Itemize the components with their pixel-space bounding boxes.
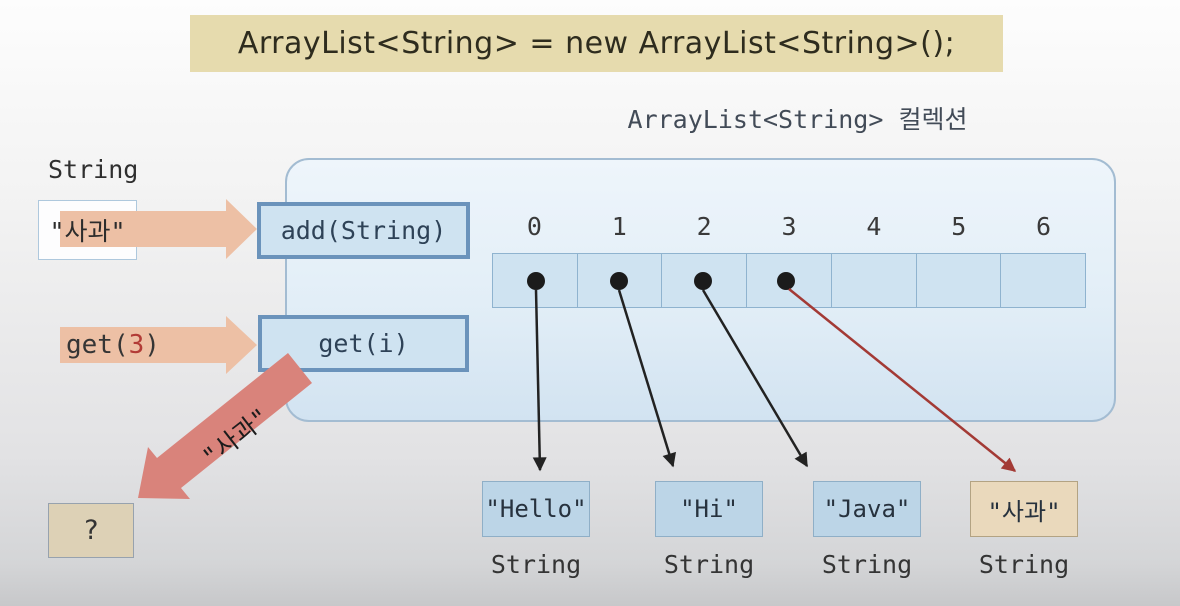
object-hi: "Hi" String (655, 481, 763, 579)
index-5: 5 (951, 212, 967, 241)
object-java-value: "Java" (823, 495, 911, 523)
object-hello: "Hello" String (482, 481, 590, 579)
object-hello-value: "Hello" (485, 495, 587, 523)
get-call-text: get(3) (66, 313, 226, 377)
object-sagwa-value: "사과" (987, 497, 1061, 526)
array-slot-5 (915, 254, 1001, 307)
code-statement-banner: ArrayList<String> = new ArrayList<String… (190, 15, 1003, 72)
array-slot-4 (830, 254, 916, 307)
index-4: 4 (866, 212, 882, 241)
input-type-label: String (48, 155, 139, 184)
get-call-prefix: get( (66, 330, 129, 360)
index-2: 2 (696, 212, 712, 241)
array-slot-3 (746, 254, 831, 307)
index-3-highlighted: 3 (781, 212, 797, 241)
object-hi-type-label: String (663, 550, 755, 579)
object-sagwa-type-label: String (978, 550, 1070, 579)
object-java-type-label: String (821, 550, 913, 579)
object-java-box: "Java" (813, 481, 921, 537)
result-box-text: ? (82, 515, 100, 546)
object-hi-box: "Hi" (655, 481, 763, 537)
array-slot-2 (661, 254, 746, 307)
object-sagwa: "사과" String (970, 481, 1078, 579)
object-hi-value: "Hi" (680, 495, 738, 523)
array-slot-0 (493, 254, 577, 307)
collection-label: ArrayList<String> 컬렉션 (627, 105, 968, 134)
index-1: 1 (611, 212, 627, 241)
add-method-label: add(String) (280, 216, 447, 245)
object-hello-box: "Hello" (482, 481, 590, 537)
code-statement-text: ArrayList<String> = new ArrayList<String… (237, 26, 956, 61)
get-method-label: get(i) (318, 329, 409, 358)
add-method-box: add(String) (257, 202, 470, 259)
get-call-arg: 3 (128, 330, 145, 360)
index-row: 0 1 2 3 4 5 6 (492, 212, 1086, 248)
object-sagwa-box: "사과" (970, 481, 1078, 537)
array-slot-6 (1000, 254, 1085, 307)
index-0: 0 (526, 212, 542, 241)
return-value-text: "사과" (197, 402, 275, 473)
array-slots (492, 253, 1086, 308)
object-hello-type-label: String (490, 550, 582, 579)
array-slot-1 (576, 254, 662, 307)
index-6: 6 (1036, 212, 1052, 241)
result-box: ? (48, 503, 134, 558)
input-value-text: "사과" (49, 217, 126, 246)
get-method-box: get(i) (258, 315, 469, 372)
object-java: "Java" String (813, 481, 921, 579)
get-call-suffix: ) (144, 330, 160, 360)
